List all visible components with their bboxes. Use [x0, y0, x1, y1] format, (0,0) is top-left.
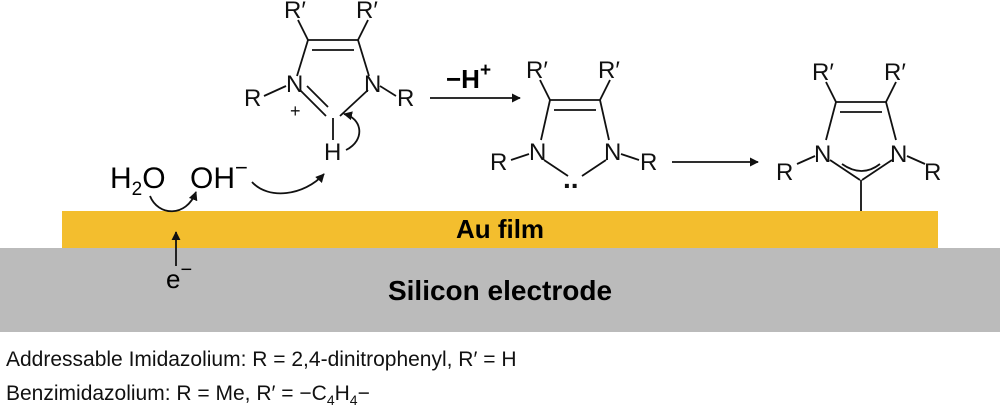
legend-line2-sub1: 4 [326, 392, 335, 409]
m2-r-right: R [640, 149, 657, 176]
legend-line-benzimidazolium: Benzimidazolium: R = Me, R′ = −C4H4− [6, 382, 370, 408]
silicon-electrode-label: Silicon electrode [388, 275, 612, 306]
legend-line2-mid: H [334, 382, 350, 405]
m3-n-right: N [890, 141, 907, 168]
hydroxide-to-hydrogen-arrow [251, 173, 325, 195]
m1-r-left: R [244, 85, 261, 112]
legend-line2-suffix: − [357, 382, 370, 405]
m2-rprime-left: R′ [526, 57, 548, 84]
m2-n-right: N [604, 139, 621, 166]
hydroxide-label: OH− [190, 155, 248, 195]
au-film-label: Au film [456, 214, 544, 244]
m1-rprime-left: R′ [284, 0, 306, 24]
n-heterocyclic-carbene [510, 79, 640, 177]
m3-r-right: R [924, 159, 941, 186]
m1-n-right: N [364, 71, 381, 98]
m3-r-left: R [776, 159, 793, 186]
legend-line2-sub2: 4 [349, 392, 358, 409]
m3-n-left: N [814, 141, 831, 168]
au-film-layer [62, 211, 938, 248]
water-label: H2O [110, 162, 166, 200]
m2-n-left: N [529, 139, 546, 166]
m3-rprime-right: R′ [884, 59, 906, 86]
electron-label: e− [166, 259, 192, 294]
silicon-electrode-layer [0, 248, 1000, 332]
m1-hydrogen: H [324, 139, 341, 166]
m3-rprime-left: R′ [812, 59, 834, 86]
legend-line-imidazolium: Addressable Imidazolium: R = 2,4-dinitro… [6, 348, 517, 371]
water-to-hydroxide-arrow [149, 191, 198, 213]
imidazolium-cation [263, 19, 397, 140]
m2-rprime-right: R′ [598, 57, 620, 84]
m1-n-left: N [286, 71, 303, 98]
deprotonation-label: −H+ [446, 60, 491, 94]
m2-r-left: R [490, 149, 507, 176]
m2-lone-pair: .. [563, 163, 579, 194]
surface-bound-carbene [796, 81, 926, 211]
legend-line2-prefix: Benzimidazolium: R = Me, R′ = −C [6, 382, 327, 405]
m1-plus-charge: + [290, 101, 301, 121]
bond-to-carbon-arrow [343, 111, 361, 151]
reaction-diagram: Au film Silicon electrode e− H2O OH− R′ … [0, 0, 1000, 332]
m1-rprime-right: R′ [356, 0, 378, 24]
m1-r-right: R [397, 85, 414, 112]
